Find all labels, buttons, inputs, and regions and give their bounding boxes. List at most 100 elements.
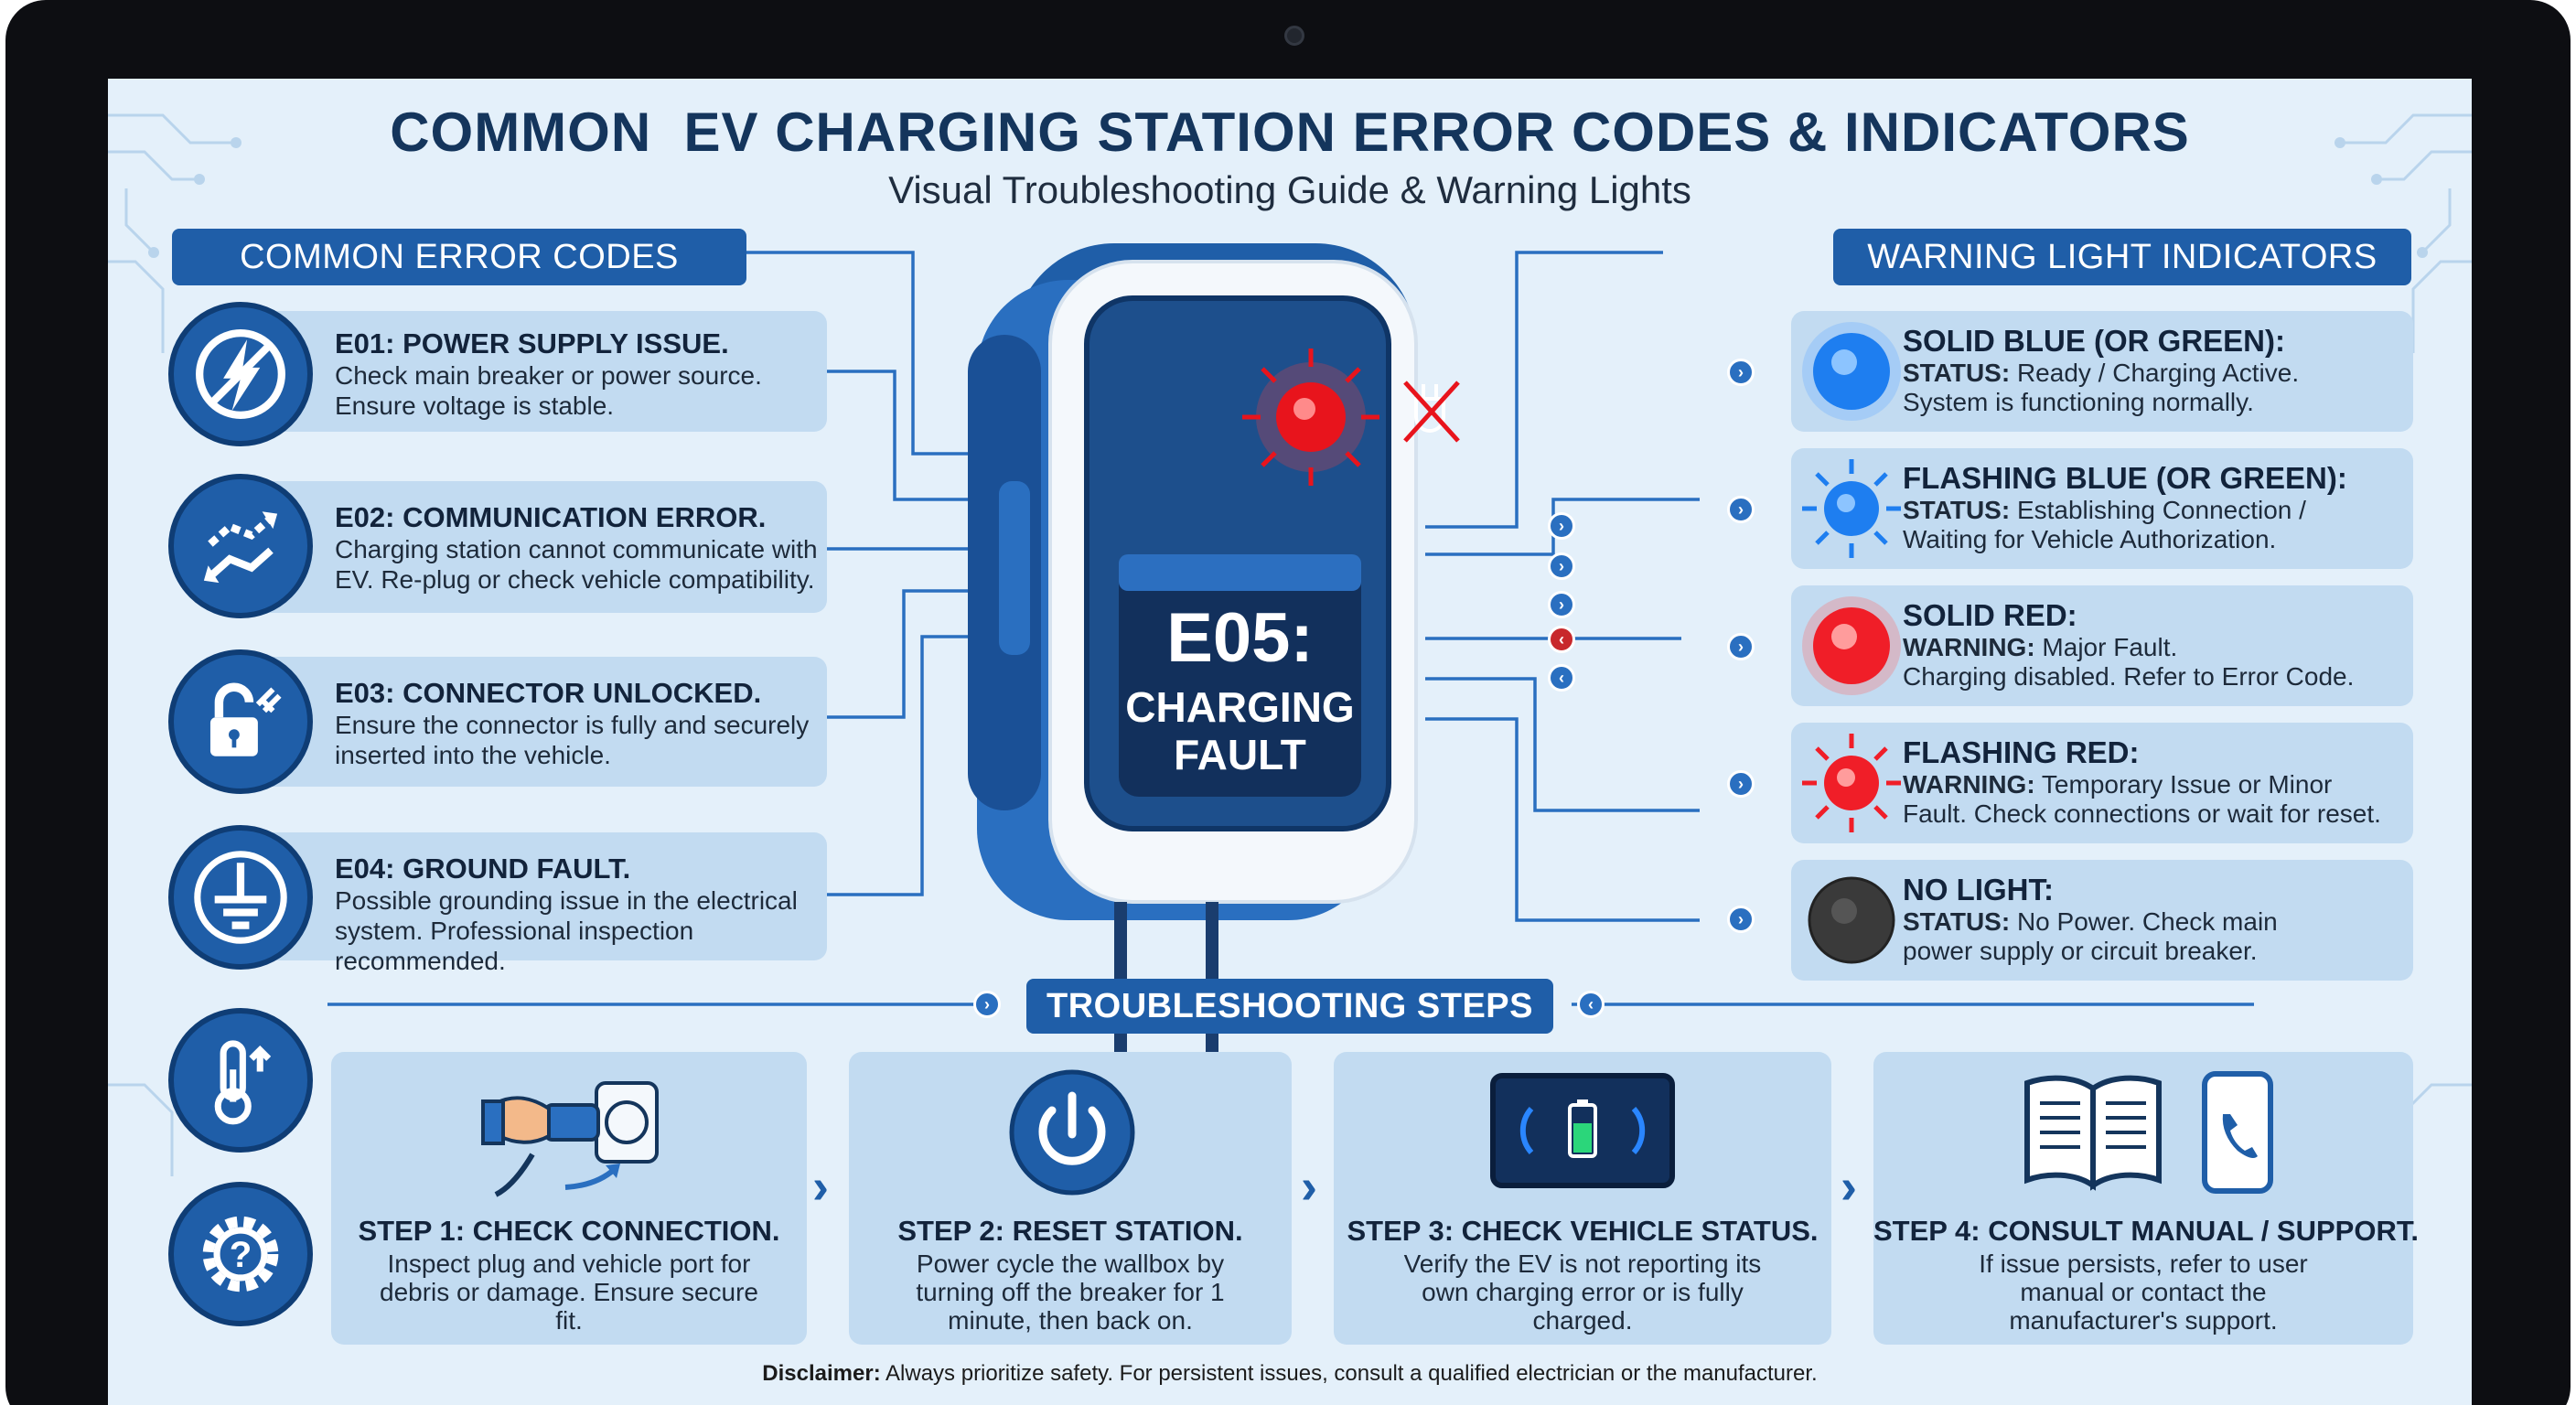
step-arrow-icon: › [1301, 1159, 1317, 1214]
light-desc-line: STATUS: No Power. Check main [1903, 907, 2278, 937]
solid-red-light-icon [1802, 596, 1901, 695]
light-desc-line: power supply or circuit breaker. [1903, 937, 2258, 965]
light-desc-text: No Power. Check main [2010, 907, 2278, 936]
light-title: FLASHING BLUE (OR GREEN): [1903, 461, 2347, 495]
light-desc-line: Waiting for Vehicle Authorization. [1903, 525, 2277, 553]
light-desc-text: Establishing Connection / [2010, 496, 2306, 524]
step-desc-line: charged. [1532, 1306, 1633, 1335]
light-desc-text: Temporary Issue or Minor [2034, 770, 2333, 799]
light-desc-line: Charging disabled. Refer to Error Code. [1903, 662, 2355, 691]
disclaimer: Disclaimer: Always prioritize safety. Fo… [108, 1361, 2472, 1387]
step-desc-line: Verify the EV is not reporting its [1403, 1249, 1762, 1278]
connector-node: ‹ [1548, 664, 1575, 692]
disclaimer-text: Always prioritize safety. For persistent… [880, 1361, 1818, 1386]
gear-question-icon: ? [168, 1182, 313, 1326]
flashing-red-light-icon [1802, 734, 1901, 832]
error-code-title: E03: CONNECTOR UNLOCKED. [335, 677, 762, 709]
light-desc-text: Major Fault. [2034, 633, 2178, 661]
light-desc-line: Fault. Check connections or wait for res… [1903, 799, 2381, 828]
light-label: STATUS: [1903, 359, 2011, 387]
light-card-solid-blue: SOLID BLUE (OR GREEN): STATUS: Ready / C… [1791, 311, 2413, 432]
step-card-4: STEP 4: CONSULT MANUAL / SUPPORT. If iss… [1873, 1052, 2419, 1345]
hand-plug-socket-icon [481, 1081, 659, 1197]
step-arrow-icon: › [1841, 1159, 1857, 1214]
step-title: STEP 3: CHECK VEHICLE STATUS. [1347, 1215, 1819, 1247]
connector-node: › [1548, 512, 1575, 540]
step-desc-line: minute, then back on. [948, 1306, 1193, 1335]
error-code-title: E02: COMMUNICATION ERROR. [335, 501, 767, 533]
light-desc-text: Ready / Charging Active. [2010, 359, 2300, 387]
connector-node: › [1727, 633, 1755, 660]
error-code-title: E04: GROUND FAULT. [335, 853, 631, 885]
open-manual-icon [2024, 1075, 2162, 1191]
lightning-bolt-icon [168, 302, 313, 446]
charging-station-body [968, 243, 1418, 1076]
connector-node: › [1727, 770, 1755, 798]
step-title: STEP 4: CONSULT MANUAL / SUPPORT. [1873, 1215, 2419, 1247]
error-codes-heading: COMMON ERROR CODES [172, 229, 746, 285]
error-code-title: E01: POWER SUPPLY ISSUE. [335, 327, 729, 359]
dashboard-battery-icon [1490, 1073, 1675, 1188]
warning-lights-heading: WARNING LIGHT INDICATORS [1833, 229, 2411, 285]
thermometer-icon [168, 1008, 313, 1153]
connector-node: › [973, 991, 1001, 1018]
light-desc-line: WARNING: Major Fault. [1903, 633, 2177, 662]
step-desc-line: manual or contact the [2020, 1278, 2267, 1306]
light-desc-line: WARNING: Temporary Issue or Minor [1903, 770, 2332, 799]
step-card-3: STEP 3: CHECK VEHICLE STATUS. Verify the… [1334, 1052, 1831, 1345]
light-desc-line: STATUS: Establishing Connection / [1903, 496, 2306, 525]
red-fault-light-icon [1242, 349, 1379, 486]
error-code-desc-line: Charging station cannot communicate with [335, 535, 818, 563]
charger-display: E05: CHARGING FAULT [1119, 591, 1361, 820]
error-code-desc-line: system. Professional inspection recommen… [335, 917, 694, 975]
ground-symbol-icon [168, 825, 313, 970]
error-code-desc-line: EV. Re-plug or check vehicle compatibili… [335, 565, 815, 594]
light-card-solid-red: SOLID RED: WARNING: Major Fault. Chargin… [1791, 585, 2413, 706]
connector-node: › [1727, 496, 1755, 523]
step-desc-line: Power cycle the wallbox by [916, 1249, 1225, 1278]
light-desc-line: STATUS: Ready / Charging Active. [1903, 359, 2299, 388]
light-label: STATUS: [1903, 496, 2011, 524]
no-light-icon [1808, 876, 1895, 964]
plug-fault-icon [1403, 381, 1460, 443]
communication-arrows-icon [168, 474, 313, 618]
step-desc-line: turning off the breaker for 1 [916, 1278, 1225, 1306]
connector-node: › [1548, 591, 1575, 618]
error-code-desc-line: inserted into the vehicle. [335, 741, 611, 769]
circuit-background [108, 113, 2472, 1176]
flashing-blue-light-icon [1802, 459, 1901, 558]
display-line-1: CHARGING [1125, 683, 1355, 731]
step-card-2: STEP 2: RESET STATION. Power cycle the w… [849, 1052, 1292, 1345]
disclaimer-label: Disclaimer: [762, 1361, 881, 1386]
connector-node: ‹ [1577, 991, 1605, 1018]
step-desc-line: fit. [555, 1306, 583, 1335]
solid-blue-light-icon [1802, 322, 1901, 421]
connector-node: › [1727, 906, 1755, 933]
step-title: STEP 2: RESET STATION. [897, 1215, 1243, 1247]
step-title: STEP 1: CHECK CONNECTION. [358, 1215, 780, 1247]
light-label: STATUS: [1903, 907, 2011, 936]
step-desc-line: Inspect plug and vehicle port for [387, 1249, 751, 1278]
light-label: WARNING: [1903, 770, 2035, 799]
light-title: NO LIGHT: [1903, 873, 2054, 906]
error-card-e01: E01: POWER SUPPLY ISSUE. Check main brea… [254, 311, 827, 432]
error-card-e04: E04: GROUND FAULT. Possible grounding is… [254, 832, 827, 975]
error-code-desc-line: Ensure voltage is stable. [335, 391, 615, 420]
camera-dot [1284, 26, 1304, 46]
light-title: FLASHING RED: [1903, 735, 2140, 769]
light-label: WARNING: [1903, 633, 2035, 661]
troubleshooting-heading: TROUBLESHOOTING STEPS [1026, 979, 1553, 1034]
step-desc-line: If issue persists, refer to user [1979, 1249, 2308, 1278]
step-card-1: STEP 1: CHECK CONNECTION. Inspect plug a… [331, 1052, 807, 1345]
error-code-desc-line: Check main breaker or power source. [335, 361, 762, 390]
infographic-screen: COMMON EV CHARGING STATION ERROR CODES &… [108, 79, 2472, 1405]
phone-support-icon [2202, 1071, 2273, 1194]
display-error-code: E05: [1166, 599, 1314, 677]
page-subtitle: Visual Troubleshooting Guide & Warning L… [888, 168, 1691, 211]
light-title: SOLID BLUE (OR GREEN): [1903, 324, 2285, 358]
step-arrow-icon: › [812, 1159, 829, 1214]
connector-node: › [1727, 359, 1755, 386]
display-line-2: FAULT [1174, 731, 1306, 778]
light-title: SOLID RED: [1903, 598, 2077, 632]
error-code-desc-line: Ensure the connector is fully and secure… [335, 711, 810, 739]
